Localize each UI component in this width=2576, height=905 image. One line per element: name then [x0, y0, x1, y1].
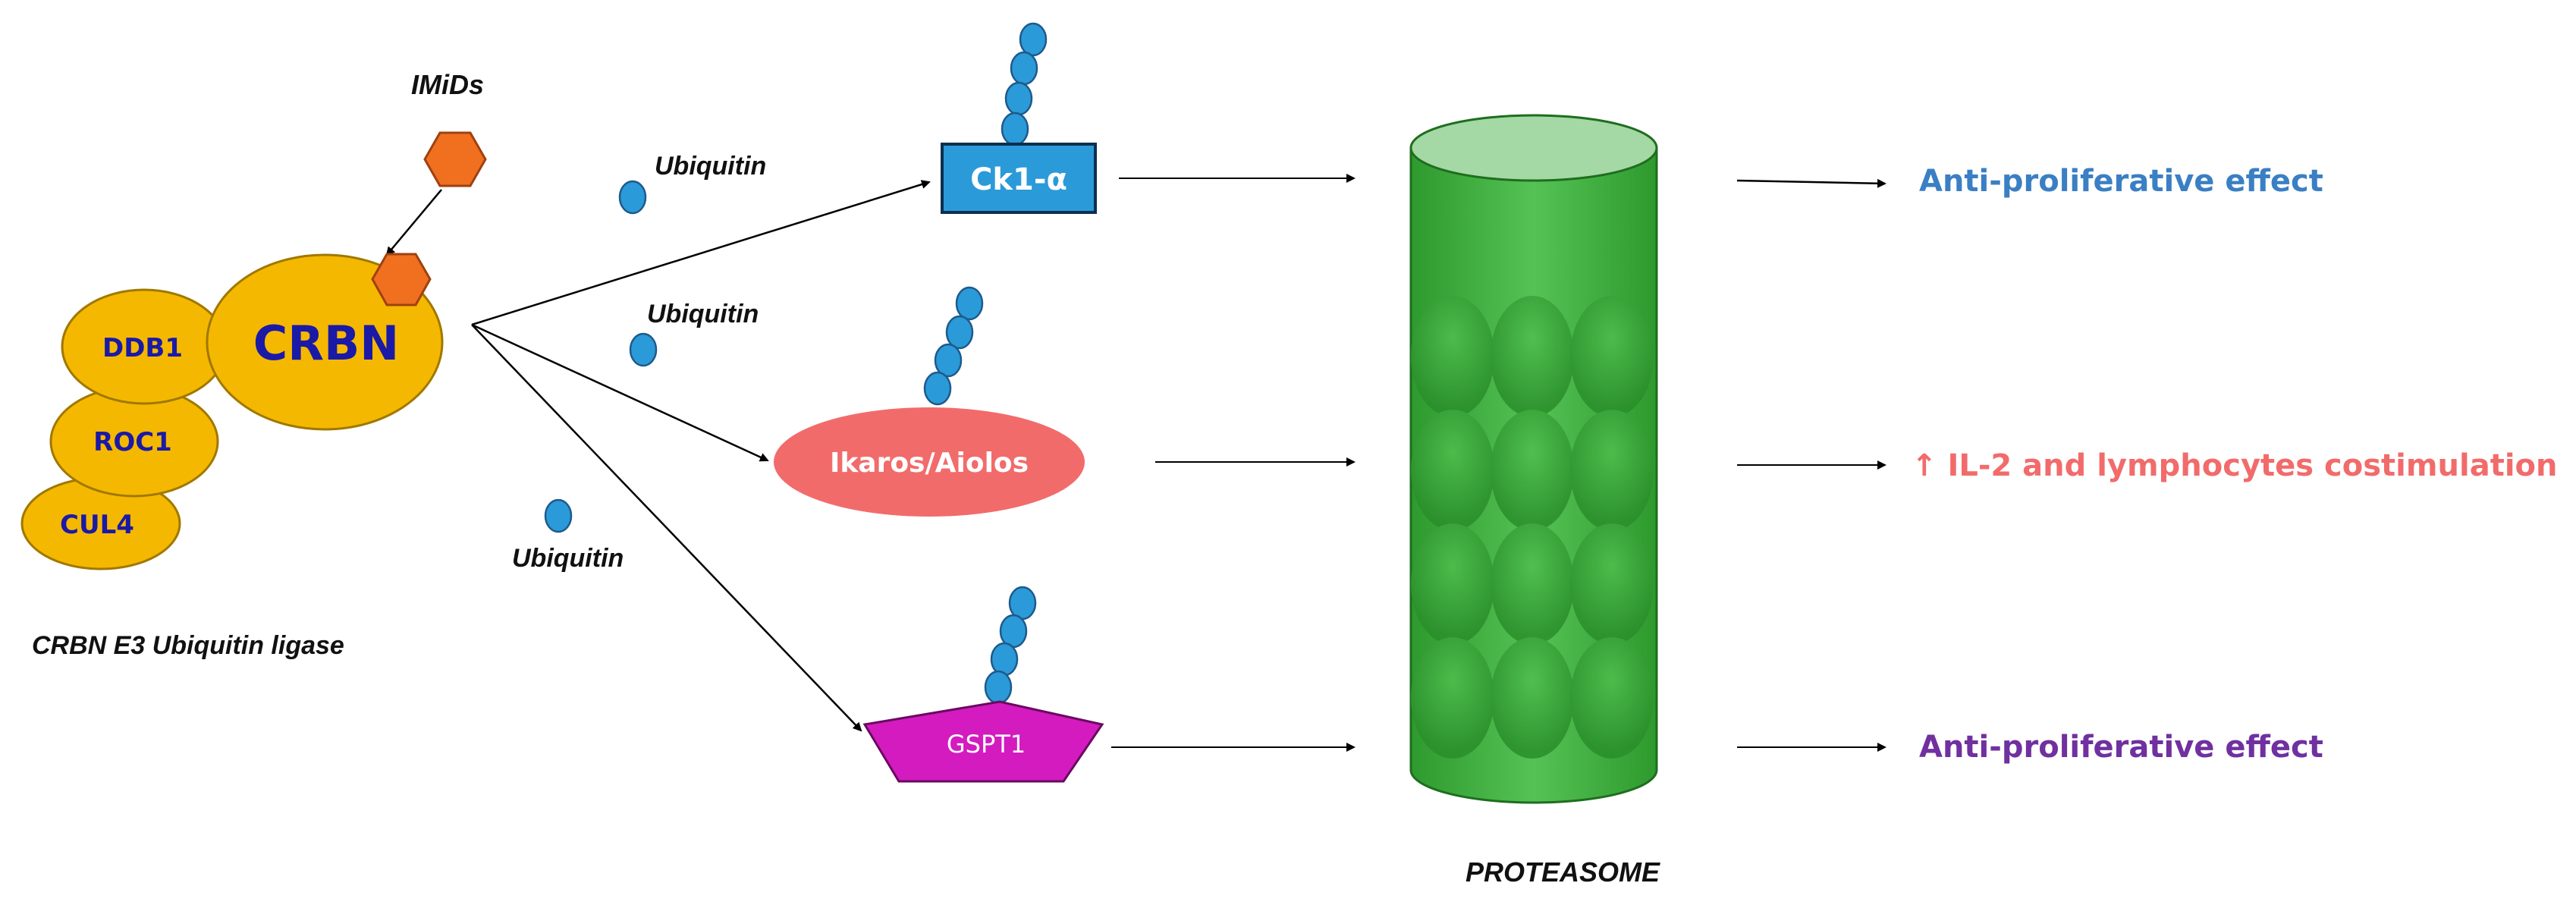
proteasome-chambers: [1411, 296, 1654, 759]
ubiquitination-arrows: [471, 180, 931, 732]
chamber: [1491, 410, 1574, 531]
chamber: [1411, 410, 1494, 531]
ubiquitin-icon: [618, 180, 647, 215]
ddb1-label: DDB1: [102, 333, 183, 363]
ikaros-ellipse: [774, 407, 1085, 517]
chamber: [1411, 637, 1494, 759]
ck1-substrate: Ck1-α: [941, 22, 1097, 214]
imid-hexagon-bound: [371, 253, 432, 306]
gspt1-label: GSPT1: [947, 730, 1026, 759]
chamber: [1491, 296, 1574, 417]
arrow-to-gspt1: [471, 324, 862, 732]
ubiquitin-chain-bead: [945, 315, 974, 350]
arrow-to-outcome-top: [1736, 178, 1886, 188]
ubiquitin-chain-bead: [955, 286, 984, 321]
ck1-label: Ck1-α: [970, 162, 1067, 197]
chamber: [1570, 637, 1654, 759]
outcome-middle-label: ↑ IL-2 and lymphocytes costimulation: [1912, 448, 2558, 483]
outcome-bottom-label: Anti-proliferative effect: [1919, 730, 2323, 765]
ubiquitin-chain-bead: [1019, 22, 1048, 57]
ubiquitin-icon: [544, 498, 573, 533]
ubiquitin-icon: [629, 332, 658, 367]
chamber: [1570, 410, 1654, 531]
outcomes: Anti-proliferative effect ↑ IL-2 and lym…: [1912, 164, 2558, 765]
imid-binding-arrow: [385, 189, 442, 256]
gspt1-pentagon: [862, 700, 1104, 783]
outcome-arrows: [1736, 178, 1886, 752]
outcome-top-label: Anti-proliferative effect: [1919, 164, 2323, 199]
imid-hexagon-free: [423, 131, 487, 187]
ubiquitin-chain-bead: [990, 642, 1019, 677]
imids-label: IMiDs: [411, 69, 484, 100]
ikaros-substrate: Ikaros/Aiolos: [774, 286, 1085, 517]
chamber: [1411, 296, 1494, 417]
ubiquitin-chain-bead: [1008, 586, 1037, 621]
ubiquitin-label-2: Ubiquitin: [647, 300, 759, 328]
ubiquitin-label-3: Ubiquitin: [512, 544, 624, 573]
ubiquitin-chain-bead: [923, 371, 952, 406]
ck1-box: [941, 143, 1097, 214]
gspt1-substrate: GSPT1: [862, 586, 1104, 783]
cul4-label: CUL4: [60, 510, 134, 540]
ubiquitin-label-1: Ubiquitin: [655, 152, 766, 181]
arrow-to-ck1: [471, 180, 931, 326]
arrow-to-ikaros: [471, 323, 769, 462]
ubiquitin-chain-bead: [934, 343, 963, 378]
ikaros-label: Ikaros/Aiolos: [830, 448, 1029, 479]
proteasome-label: PROTEASOME: [1465, 856, 1660, 888]
ligase-caption: CRBN E3 Ubiquitin ligase: [32, 631, 344, 660]
chamber: [1491, 523, 1574, 645]
imid-group: IMiDs: [371, 69, 487, 306]
ubiquitin-chain-bead: [984, 670, 1013, 705]
ligase-complex: CRBN DDB1 ROC1 CUL4 CRBN E3 Ubiquitin li…: [20, 253, 444, 660]
chamber: [1570, 523, 1654, 645]
ubiquitin-chain-bead: [1001, 112, 1029, 146]
proteasome-top: [1409, 114, 1658, 182]
ubiquitin-chain-bead: [1010, 51, 1038, 86]
roc1-label: ROC1: [93, 427, 172, 457]
proteasome: PROTEASOME: [1409, 114, 1660, 888]
crbn-label: CRBN: [253, 316, 399, 371]
ubiquitin-chain-bead: [1004, 81, 1033, 116]
chamber: [1570, 296, 1654, 417]
arrows-to-proteasome: [1111, 174, 1356, 752]
ubiquitin-chain-bead: [999, 614, 1028, 649]
chamber: [1411, 523, 1494, 645]
free-ubiquitin: Ubiquitin Ubiquitin Ubiquitin: [512, 152, 766, 573]
chamber: [1491, 637, 1574, 759]
